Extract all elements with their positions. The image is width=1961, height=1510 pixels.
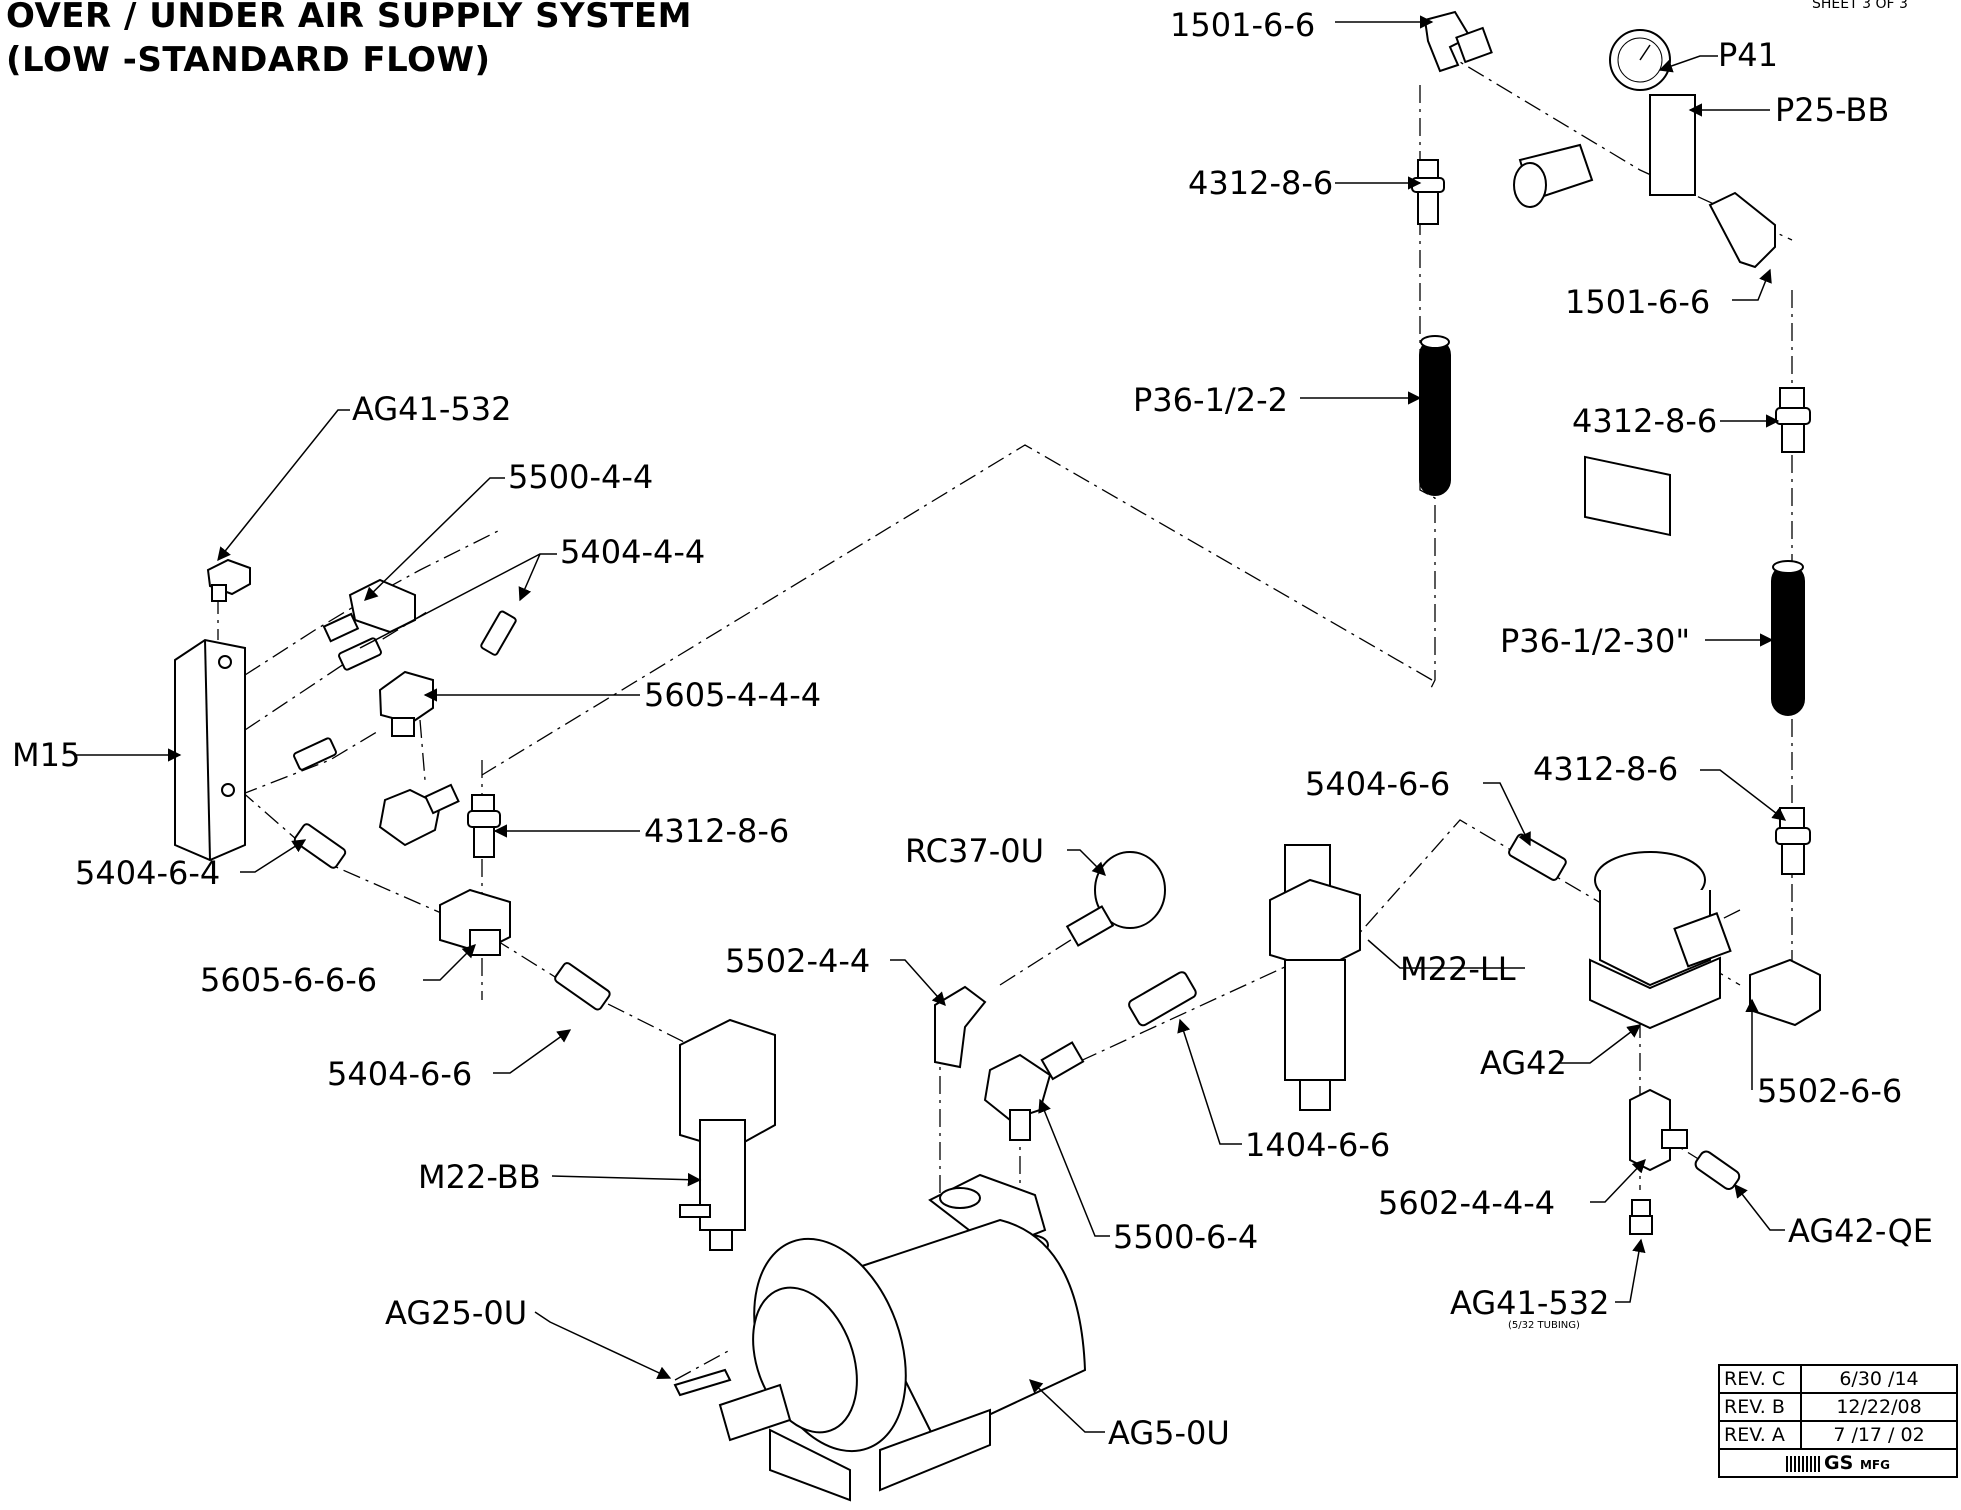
label-5404-6-4: 5404-6-4	[75, 854, 220, 892]
elbow-5502-6-6	[1749, 958, 1821, 1027]
revision-date: 7 /17 / 02	[1800, 1420, 1958, 1450]
tee-5605-4-4-4	[378, 670, 434, 737]
label-5605-6-6-6: 5605-6-6-6	[200, 961, 377, 999]
elbow-lower-left	[378, 783, 460, 847]
filter-regulator-m22-ll	[1269, 844, 1361, 1111]
street-elbow-5500-4-4	[322, 578, 416, 643]
tee-5602-4-4-4	[1629, 1088, 1688, 1172]
label-4312-8-6-b: 4312-8-6	[1572, 402, 1717, 440]
revision-table: REV. C 6/30 /14 REV. B 12/22/08 REV. A 7…	[1718, 1364, 1958, 1478]
connector-5404-4-4-b	[480, 610, 517, 656]
label-ag5-0u: AG5-0U	[1108, 1414, 1230, 1452]
label-5502-4-4: 5502-4-4	[725, 942, 870, 980]
label-p36-1-2-30: P36-1/2-30"	[1500, 622, 1690, 660]
label-5502-6-6: 5502-6-6	[1757, 1072, 1902, 1110]
key-ag25-0u	[673, 1368, 732, 1397]
elbow-fitting-1501-top	[1423, 10, 1493, 73]
connector-5404-6-6-right	[1508, 833, 1567, 881]
label-rc37-0u: RC37-0U	[905, 832, 1044, 870]
revision-code: REV. B	[1718, 1392, 1802, 1422]
sheet-number: SHEET 3 OF 3	[1812, 0, 1908, 12]
drawing-title-line2: (LOW -STANDARD FLOW)	[6, 40, 491, 80]
label-4312-8-6-a: 4312-8-6	[1188, 164, 1333, 202]
nipple-4312-a	[1411, 159, 1445, 225]
connector-1404-6-6	[1128, 971, 1197, 1027]
label-ag42-qe: AG42-QE	[1788, 1212, 1933, 1250]
label-ag41-532-bottom: AG41-532	[1450, 1284, 1609, 1322]
revision-code: REV. C	[1718, 1364, 1802, 1394]
quick-exhaust-ag42-qe	[1694, 1150, 1741, 1191]
label-4312-8-6-c: 4312-8-6	[644, 812, 789, 850]
revision-date: 6/30 /14	[1800, 1364, 1958, 1394]
connector-5404-4-4-c	[293, 737, 337, 771]
label-1404-6-6: 1404-6-6	[1245, 1126, 1390, 1164]
tee-5605-6-6-6	[439, 888, 511, 956]
revision-row: REV. C 6/30 /14	[1718, 1364, 1958, 1394]
filter-m22-bb	[679, 1018, 776, 1251]
label-ag42: AG42	[1480, 1044, 1567, 1082]
valve-ag42	[1589, 851, 1732, 1030]
air-motor-ag5-0u	[718, 1173, 1087, 1502]
connector-5404-6-4	[293, 823, 347, 869]
fitting-ag41-532-bottom	[1629, 1199, 1653, 1235]
nipple-4312-c	[467, 794, 501, 858]
label-4312-8-6-d: 4312-8-6	[1533, 750, 1678, 788]
revision-code: REV. A	[1718, 1420, 1802, 1450]
label-m22-bb: M22-BB	[418, 1158, 541, 1196]
label-5404-6-6-right: 5404-6-6	[1305, 765, 1450, 803]
logo-row: GS MFG	[1718, 1448, 1958, 1478]
nipple-4312-b	[1775, 387, 1811, 453]
label-tubing-note: (5/32 TUBING)	[1508, 1320, 1580, 1331]
label-5500-6-4: 5500-6-4	[1113, 1218, 1258, 1256]
revision-row: REV. B 12/22/08	[1718, 1392, 1958, 1422]
logo-bars-icon	[1786, 1455, 1823, 1472]
connector-5404-6-6-left	[554, 962, 611, 1011]
fitting-ag41-532-top	[206, 558, 251, 602]
street-elbow-5500-6-4	[983, 1041, 1085, 1141]
label-1501-6-6-top: 1501-6-6	[1170, 6, 1315, 44]
label-m22-ll: M22-LL	[1400, 950, 1516, 988]
manifold-m15	[174, 638, 246, 862]
hose-p36-1-2-30	[1771, 564, 1805, 716]
label-m15: M15	[12, 736, 80, 774]
revision-row: REV. A 7 /17 / 02	[1718, 1420, 1958, 1450]
label-1501-6-6-right: 1501-6-6	[1565, 283, 1710, 321]
logo-suffix: MFG	[1859, 1458, 1890, 1472]
hose-p36-1-2-2	[1419, 339, 1451, 496]
label-5404-4-4: 5404-4-4	[560, 533, 705, 571]
label-5602-4-4-4: 5602-4-4-4	[1378, 1184, 1555, 1222]
connector-5404-4-4-a	[338, 637, 382, 671]
company-logo: GS MFG	[1718, 1448, 1958, 1478]
label-5500-4-4: 5500-4-4	[508, 458, 653, 496]
nipple-4312-d	[1775, 807, 1811, 875]
drawing-title-line1: OVER / UNDER AIR SUPPLY SYSTEM	[6, 0, 692, 36]
label-p36-1-2-2: P36-1/2-2	[1133, 381, 1288, 419]
label-p25-bb: P25-BB	[1775, 91, 1889, 129]
gauge-rc37-0u	[1065, 851, 1166, 947]
label-ag25-0u: AG25-0U	[385, 1294, 527, 1332]
leader-lines	[75, 15, 1787, 1433]
label-5404-6-6-left: 5404-6-6	[327, 1055, 472, 1093]
elbow-fitting-1501-right	[1708, 191, 1776, 269]
label-p41: P41	[1718, 36, 1778, 74]
label-ag41-532-top: AG41-532	[352, 390, 511, 428]
label-5605-4-4-4: 5605-4-4-4	[644, 676, 821, 714]
elbow-5502-4-4	[934, 985, 987, 1069]
regulator-p25-bb	[1513, 29, 1696, 537]
logo-text: GS	[1824, 1452, 1854, 1474]
revision-date: 12/22/08	[1800, 1392, 1958, 1422]
